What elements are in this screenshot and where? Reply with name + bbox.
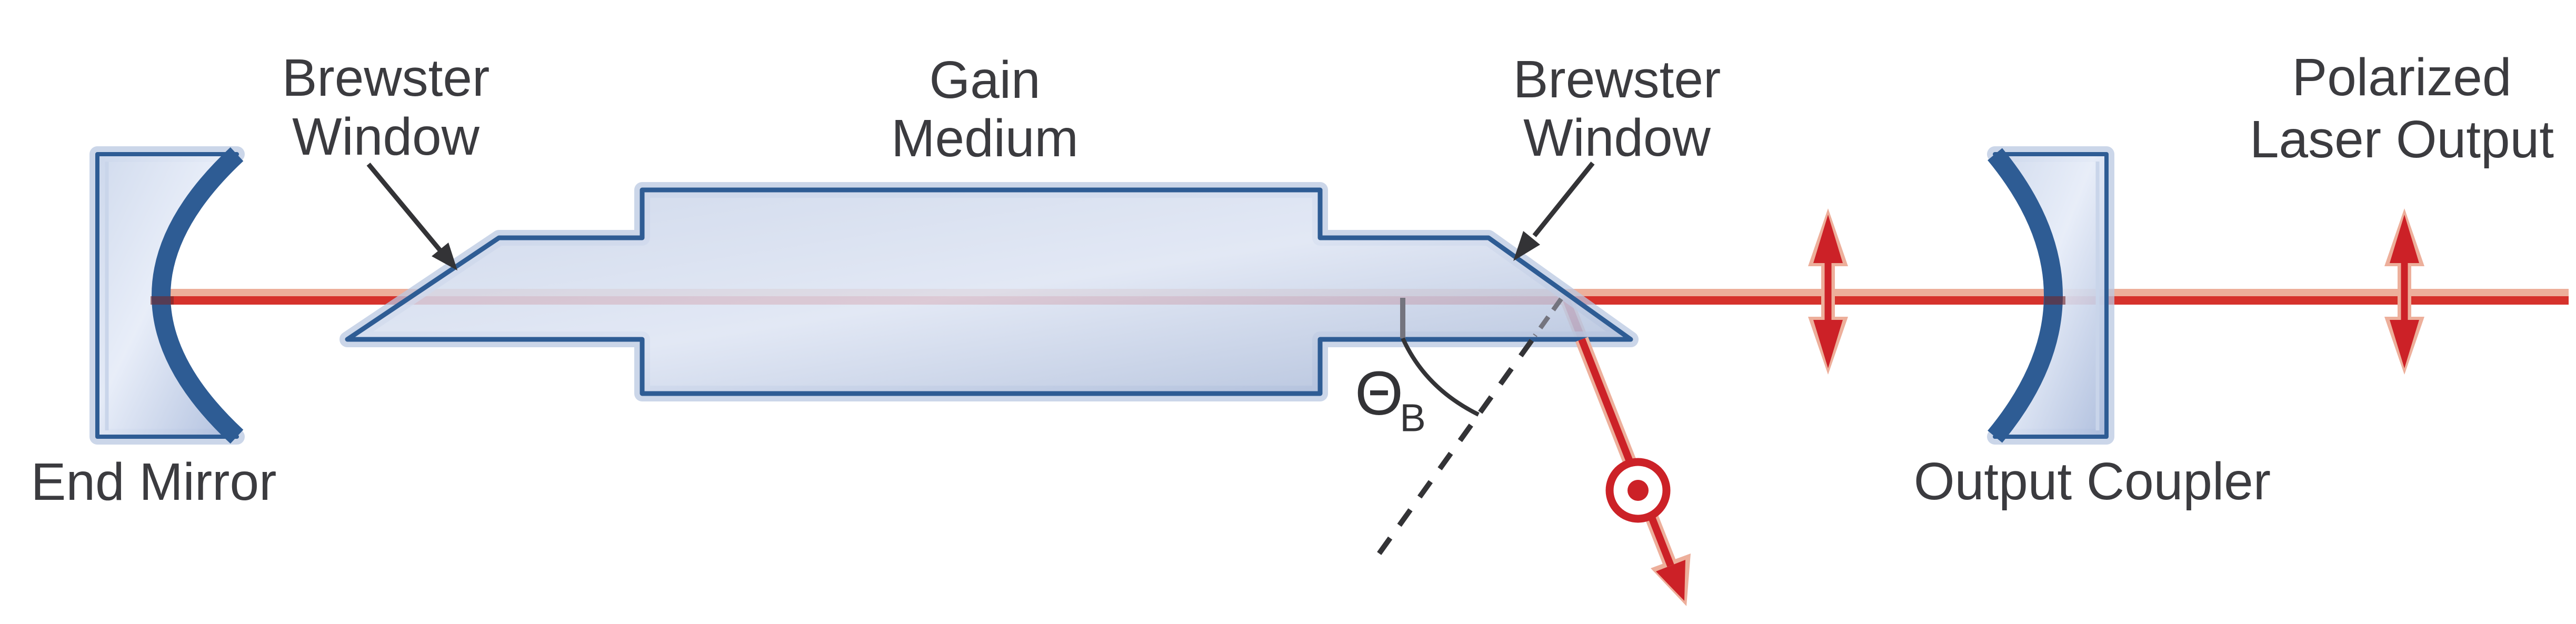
polarization-vertical-arrow-icon-left	[1808, 208, 1848, 375]
label-arrow-left	[366, 163, 457, 270]
angle-arc	[1401, 337, 1480, 417]
brewster-angle-construction	[1375, 297, 1563, 557]
label-brewster-window-right-line1: Brewster	[1513, 50, 1721, 109]
label-brewster-window-left-line2: Window	[292, 107, 480, 166]
label-brewster-angle-subscript: B	[1400, 396, 1425, 440]
surface-normal-dashed-line	[1375, 339, 1534, 557]
reflected-ray	[1575, 337, 1691, 606]
reflected-ray-arrowhead	[1656, 560, 1685, 601]
end-mirror-concave-face	[152, 147, 244, 444]
reflected-ray-core	[1578, 338, 1674, 567]
output-coupler	[1987, 146, 2114, 445]
label-brewster-window-left-line1: Brewster	[282, 48, 490, 107]
gain-medium-assembly	[340, 182, 1639, 401]
label-output-coupler: Output Coupler	[1914, 452, 2271, 511]
label-polarized-laser-output-line1: Polarized	[2292, 48, 2512, 107]
label-arrow-right	[1513, 162, 1595, 261]
label-gain-medium-line2: Medium	[891, 109, 1079, 168]
gain-medium-glass	[345, 187, 1633, 396]
polarization-out-of-plane-dot	[1628, 480, 1649, 501]
polarization-vertical-arrow-icon-right	[2384, 208, 2424, 375]
label-gain-medium-line1: Gain	[929, 51, 1040, 109]
label-polarized-laser-output-line2: Laser Output	[2250, 110, 2554, 169]
output-coupler-concave-face	[1988, 148, 2063, 443]
end-mirror	[89, 146, 245, 445]
beam-on-mirror-blend	[151, 296, 174, 305]
surface-normal-in-glass	[1533, 297, 1563, 337]
label-end-mirror: End Mirror	[31, 452, 277, 511]
label-brewster-angle-theta: Θ	[1355, 359, 1403, 428]
label-brewster-window-right-line2: Window	[1523, 108, 1711, 167]
beam-on-coupler-blend	[2044, 296, 2065, 305]
